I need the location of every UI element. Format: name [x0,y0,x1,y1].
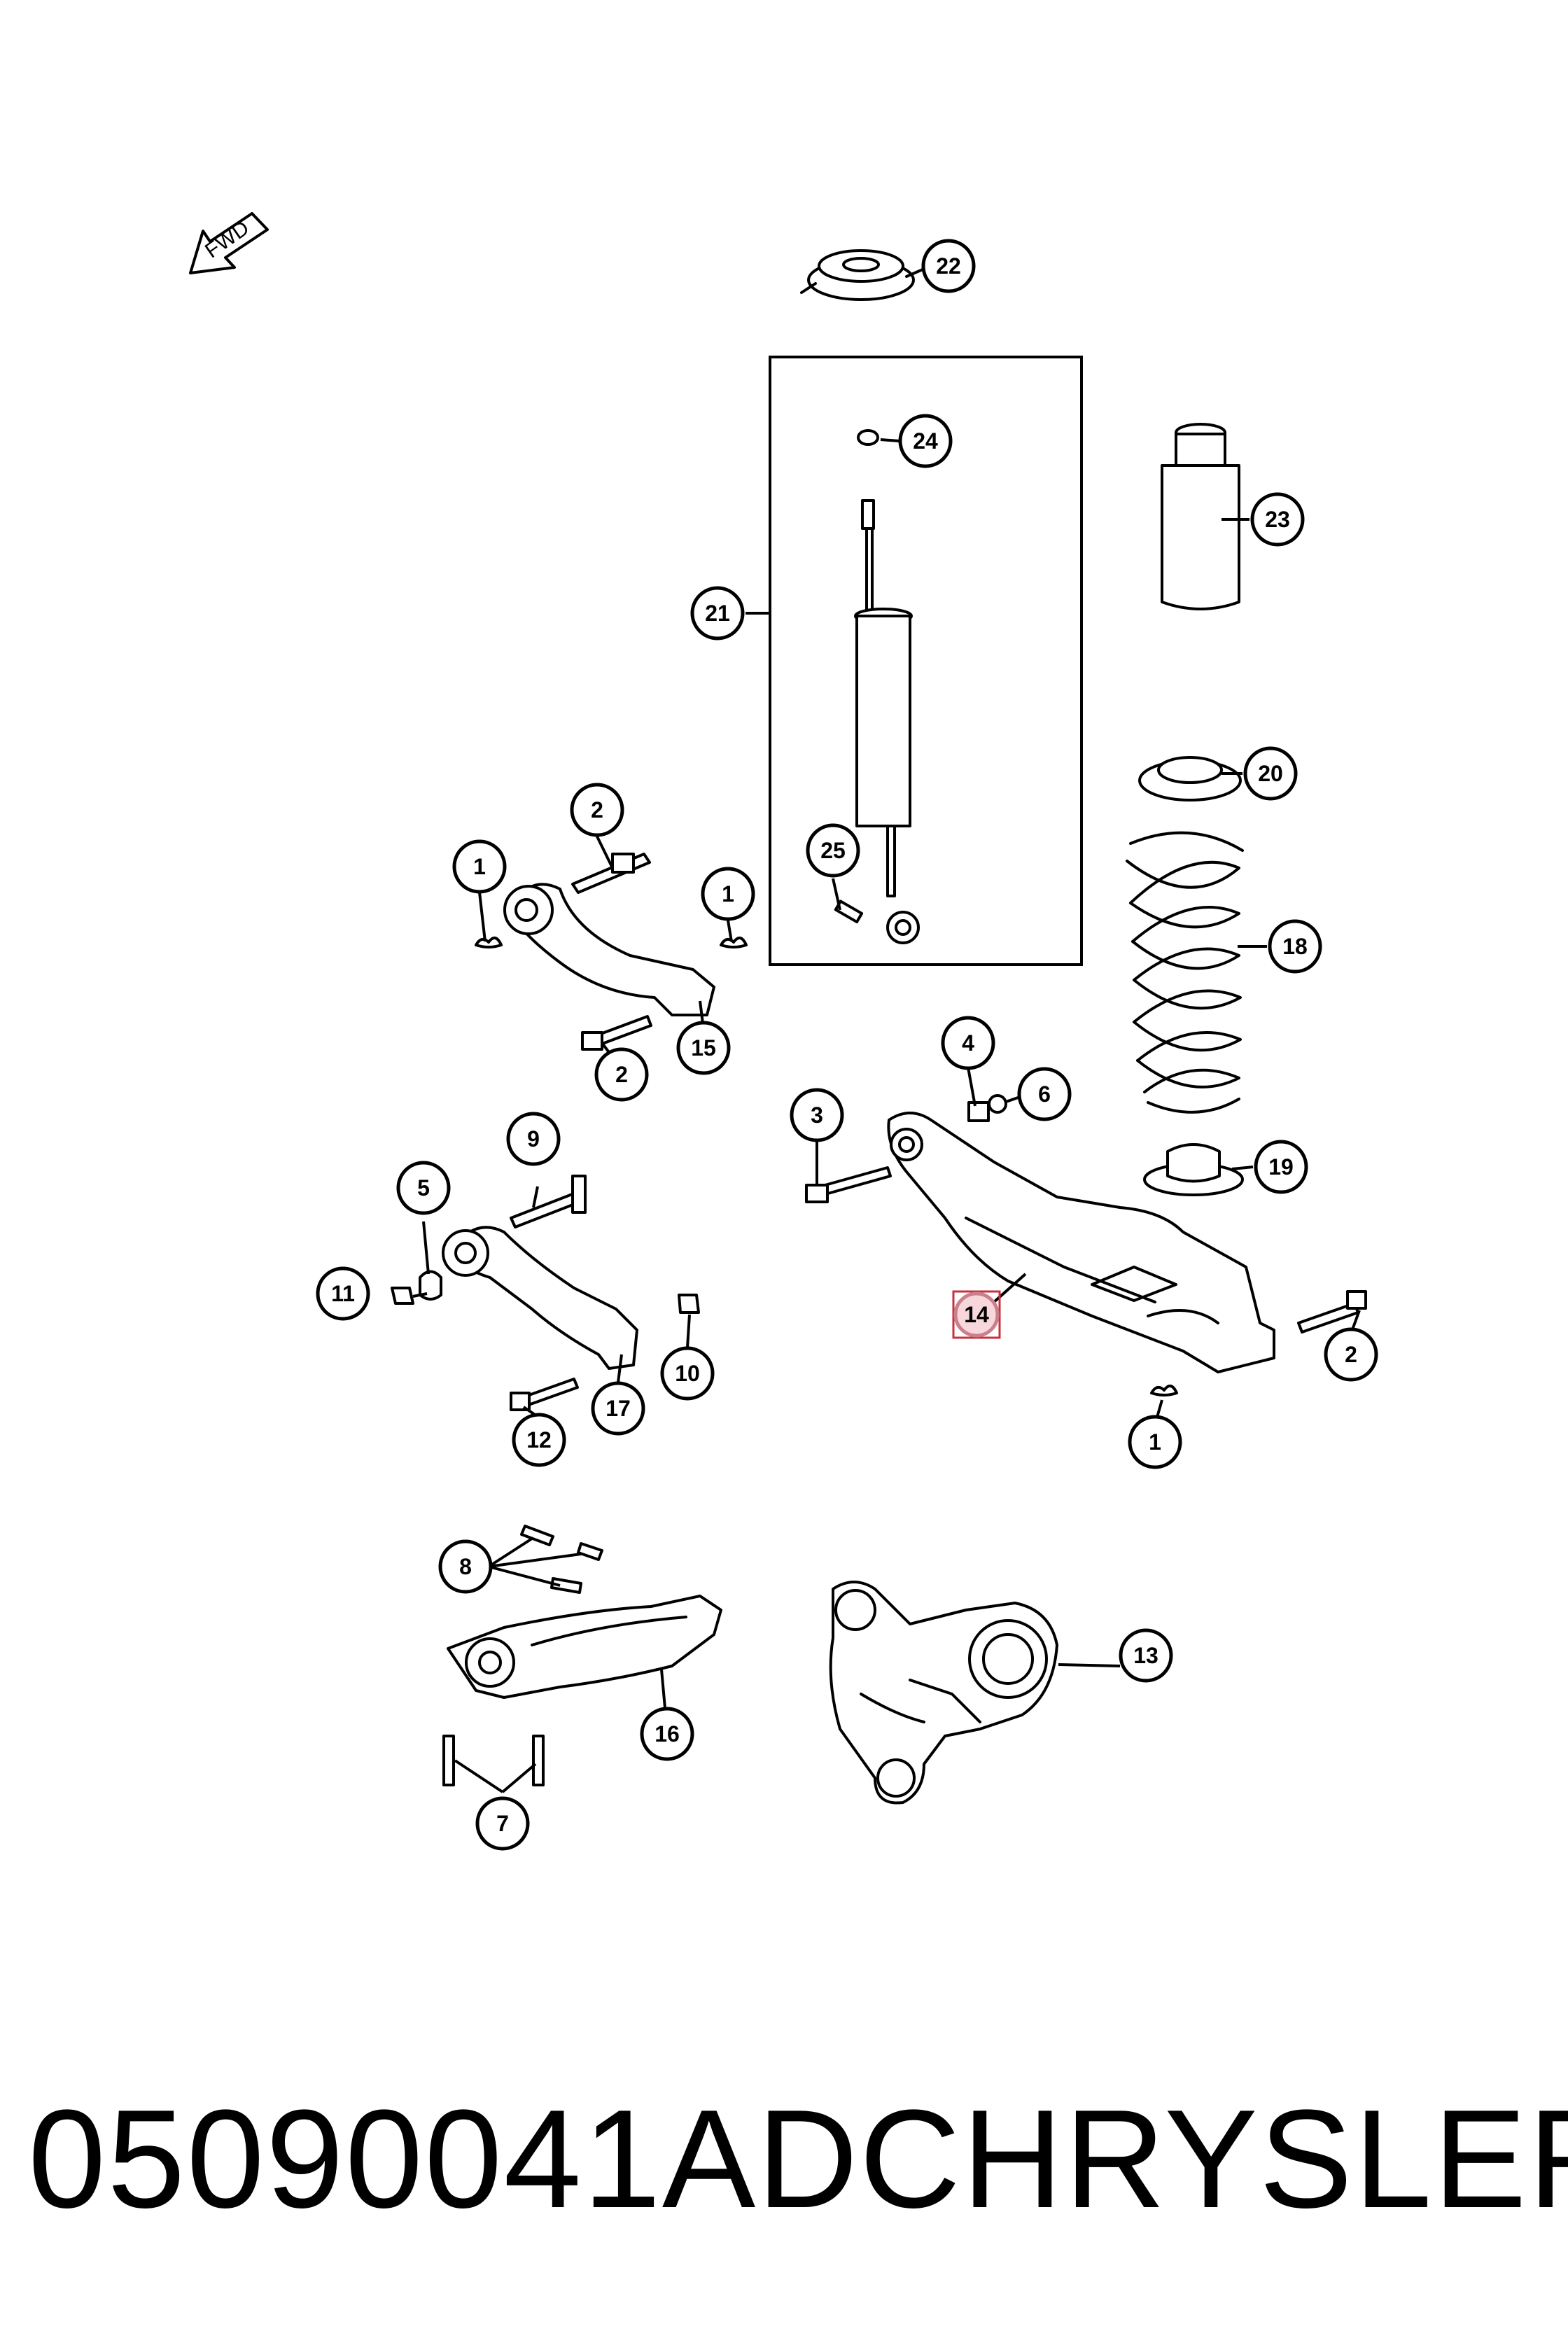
callout-2-middle[interactable]: 2 [594,1047,649,1102]
callout-11[interactable]: 11 [316,1266,370,1321]
callout-3[interactable]: 3 [790,1088,844,1142]
callout-6-label: 6 [1038,1082,1051,1107]
callout-21-label: 21 [705,601,730,626]
leader-lines [412,265,1361,1793]
brand-name: CHRYSLER [859,2081,1568,2237]
callout-15[interactable]: 15 [676,1021,731,1075]
callout-7[interactable]: 7 [475,1796,530,1851]
callout-2-top-label: 2 [591,797,603,822]
part-caption: 05090041AD CHRYSLER [28,2068,1568,2250]
callout-21[interactable]: 21 [690,586,745,640]
callout-19[interactable]: 19 [1254,1140,1308,1194]
callout-6[interactable]: 6 [1017,1067,1072,1121]
coil-spring-part [1126,831,1244,1114]
callout-11-label: 11 [331,1281,355,1306]
callout-8[interactable]: 8 [438,1539,493,1594]
callout-13-label: 13 [1133,1643,1158,1668]
callout-22[interactable]: 22 [921,239,976,293]
dust-boot-part [1161,423,1240,610]
callout-16[interactable]: 16 [640,1707,694,1761]
callout-14-highlight-box [952,1290,1001,1339]
callout-4[interactable]: 4 [941,1016,995,1070]
callout-9-label: 9 [527,1126,540,1152]
upper-mount-part [800,249,924,301]
callout-12[interactable]: 12 [512,1413,566,1467]
lower-control-arm-part [805,1094,1367,1396]
callout-5[interactable]: 5 [396,1161,451,1215]
callout-18-label: 18 [1282,934,1308,959]
callout-25-label: 25 [820,838,846,863]
callout-2-right[interactable]: 2 [1324,1327,1378,1382]
callout-14[interactable]: 14 [953,1292,1000,1338]
fwd-arrow-icon: FWD [189,212,269,274]
callout-24[interactable]: 24 [898,414,953,468]
callout-23-label: 23 [1265,507,1290,532]
callout-17-label: 17 [606,1396,631,1421]
callout-14-label: 14 [964,1302,989,1327]
callout-1-upper-right-label: 1 [722,881,734,906]
callout-9[interactable]: 9 [506,1112,561,1166]
trailing-link-part [391,1175,700,1411]
callout-12-label: 12 [526,1427,552,1452]
callout-2-right-label: 2 [1345,1342,1357,1367]
callout-1-lower-label: 1 [1149,1429,1161,1455]
callout-19-label: 19 [1268,1154,1294,1180]
callout-3-label: 3 [811,1102,823,1128]
callout-25[interactable]: 25 [806,823,860,878]
callout-17[interactable]: 17 [591,1381,645,1436]
upper-control-arm-part [475,853,748,1051]
shock-absorber-part [834,429,920,944]
part-number: 05090041AD [28,2081,860,2237]
callout-1-upper-left-label: 1 [473,854,486,879]
callout-1-lower[interactable]: 1 [1128,1415,1182,1469]
callout-10[interactable]: 10 [660,1346,715,1401]
spring-isolator-part [1138,756,1242,802]
callout-8-label: 8 [459,1554,472,1579]
callout-1-upper-right[interactable]: 1 [701,867,755,921]
callout-7-label: 7 [496,1811,509,1836]
callout-18[interactable]: 18 [1268,919,1322,974]
callout-24-label: 24 [913,428,938,454]
callout-20-label: 20 [1258,761,1283,786]
knuckle-part [829,1581,1058,1805]
callout-22-label: 22 [936,253,961,279]
callout-2-middle-label: 2 [615,1062,628,1087]
callout-10-label: 10 [675,1361,700,1386]
callout-23[interactable]: 23 [1250,492,1305,547]
jounce-bumper-part [1143,1143,1244,1196]
callout-16-label: 16 [654,1721,680,1746]
callout-2-top[interactable]: 2 [570,783,624,837]
callout-4-label: 4 [962,1030,974,1056]
callout-15-label: 15 [691,1035,716,1060]
shock-absorber-group-box [769,356,1083,966]
callout-13[interactable]: 13 [1119,1628,1173,1683]
callout-5-label: 5 [417,1175,430,1200]
callout-20[interactable]: 20 [1243,746,1298,801]
callout-1-upper-left[interactable]: 1 [452,839,507,894]
